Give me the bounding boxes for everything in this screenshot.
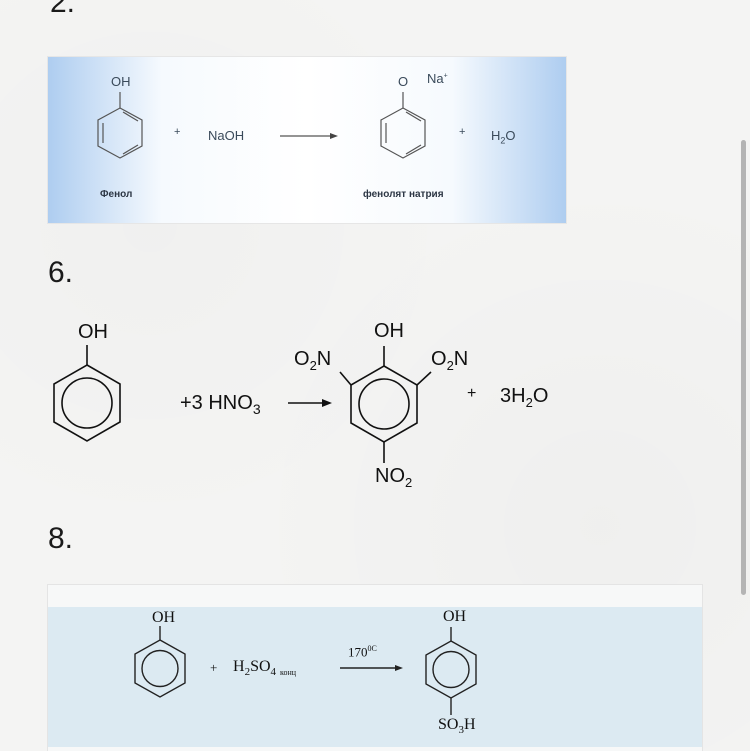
nitro-group-left: O2N xyxy=(294,348,332,373)
picric-oh-label: OH xyxy=(374,320,404,342)
reaction-image-phenol-naoh xyxy=(48,57,566,223)
item-number-6: 6. xyxy=(48,256,74,289)
item-number-8: 8. xyxy=(48,522,74,555)
reagent-nitric-acid: +3 HNO3 xyxy=(180,392,261,417)
product-oh-label: OH xyxy=(443,608,467,625)
reaction-condition-temperature: 1700C xyxy=(348,644,377,660)
plus-sign: + xyxy=(467,385,477,402)
plus-sign: + xyxy=(174,126,181,138)
plus-sign: + xyxy=(210,660,218,675)
plus-sign: + xyxy=(459,126,466,138)
reagent-sulfuric-acid: H2SO4 конц xyxy=(233,658,297,679)
sulfonic-group-label: SO3H xyxy=(438,716,476,737)
water-formula: 3H2O xyxy=(500,385,549,410)
reagent-naoh: NaOH xyxy=(208,128,245,143)
nitro-group-bottom: NO2 xyxy=(375,465,413,490)
phenolate-na-label: Na+ xyxy=(427,71,448,86)
reaction-image-sulfonation xyxy=(48,607,702,747)
phenol-oh-label: OH xyxy=(78,321,108,343)
vertical-scrollbar[interactable] xyxy=(741,140,746,595)
water-formula: H2O xyxy=(491,128,516,146)
phenol-oh-label: OH xyxy=(152,609,176,626)
nitro-group-right: O2N xyxy=(431,348,469,373)
phenol-oh-label: OH xyxy=(111,74,131,89)
phenolate-o-label: O xyxy=(398,74,409,89)
caption-sodium-phenolate: фенолят натрия xyxy=(363,189,444,200)
item-number-2: 2. xyxy=(50,0,76,19)
caption-phenol: Фенол xyxy=(100,189,133,200)
